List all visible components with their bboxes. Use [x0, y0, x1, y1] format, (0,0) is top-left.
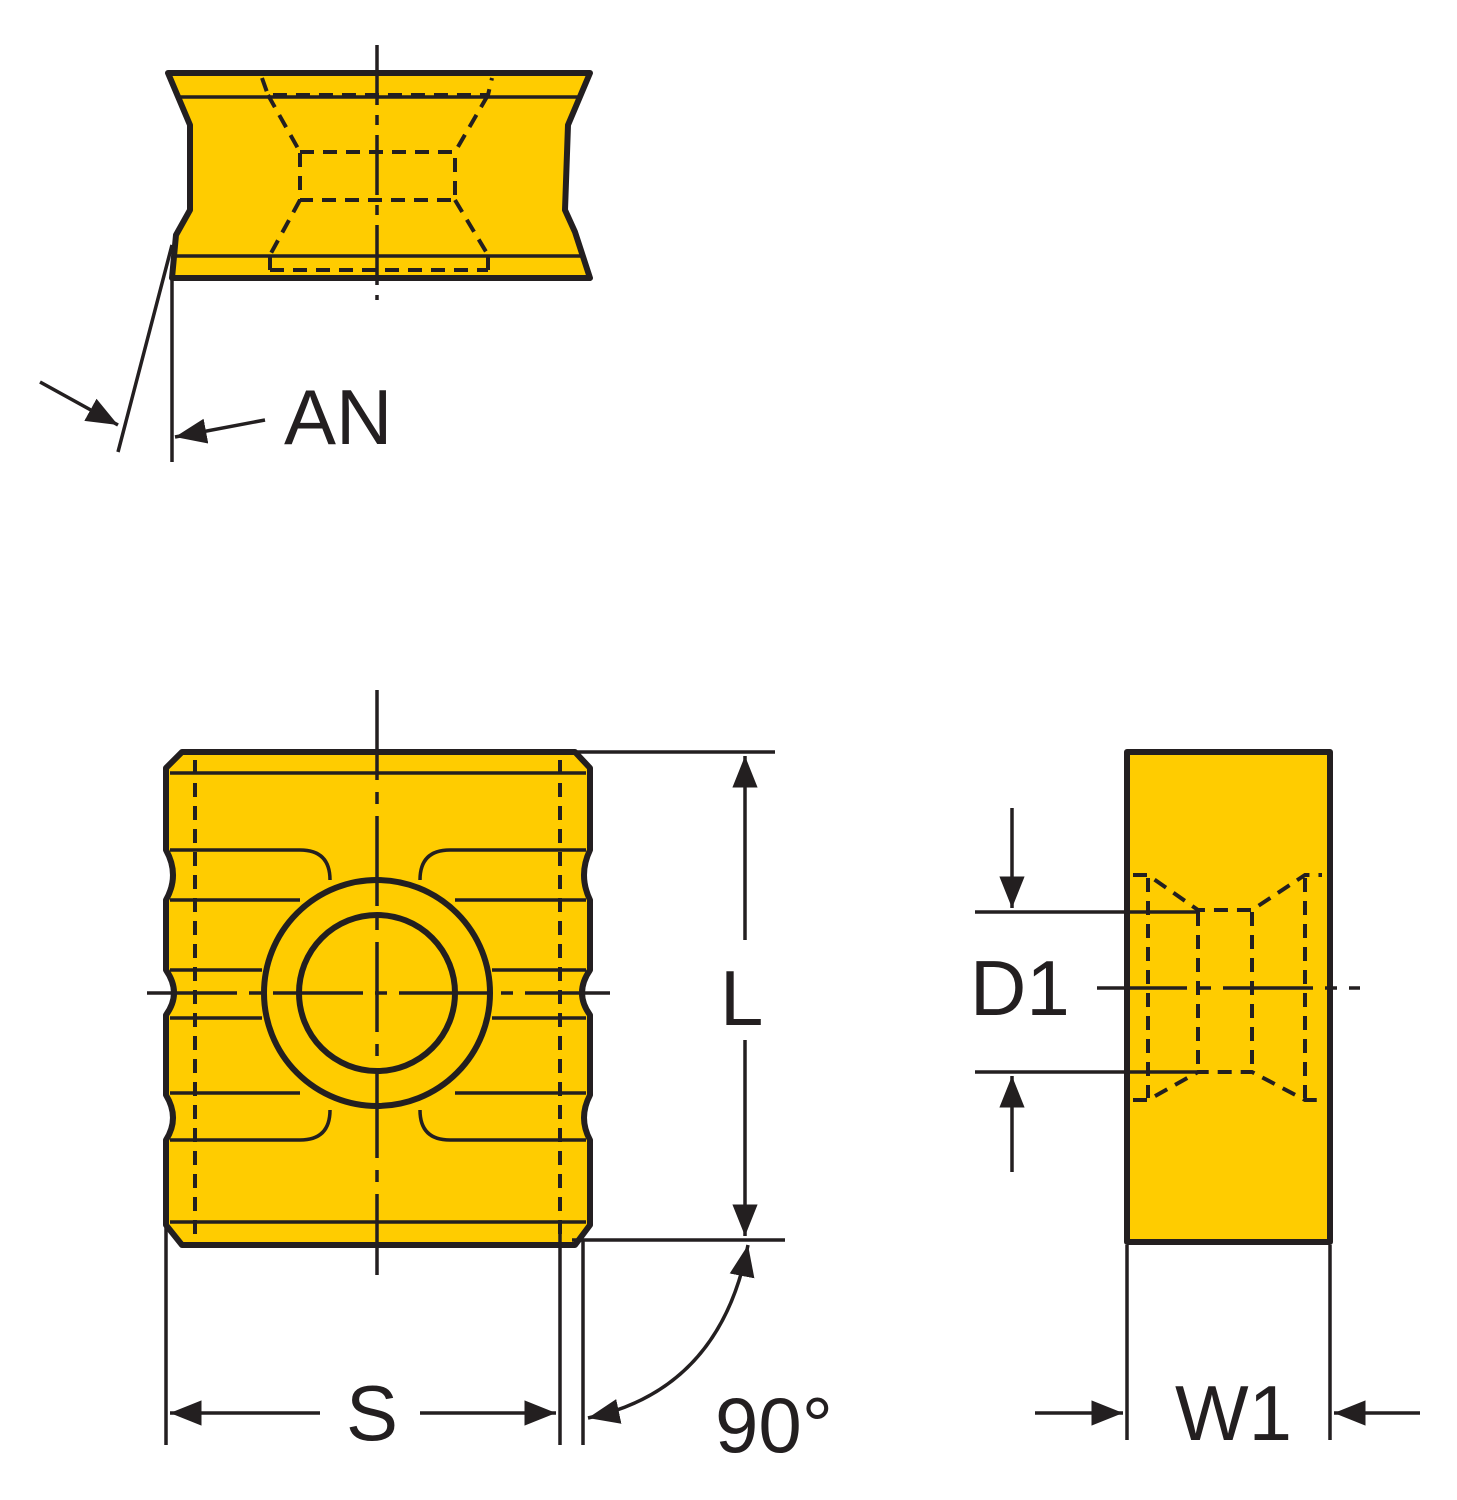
- side-view: [975, 749, 1420, 1440]
- label-l: L: [720, 954, 763, 1042]
- label-w1: W1: [1175, 1369, 1292, 1457]
- label-angle: 90°: [715, 1381, 833, 1469]
- label-an: AN: [284, 373, 392, 461]
- top-view: [39, 45, 593, 462]
- front-view: [147, 690, 785, 1445]
- label-s: S: [346, 1369, 398, 1457]
- label-d1: D1: [970, 944, 1070, 1032]
